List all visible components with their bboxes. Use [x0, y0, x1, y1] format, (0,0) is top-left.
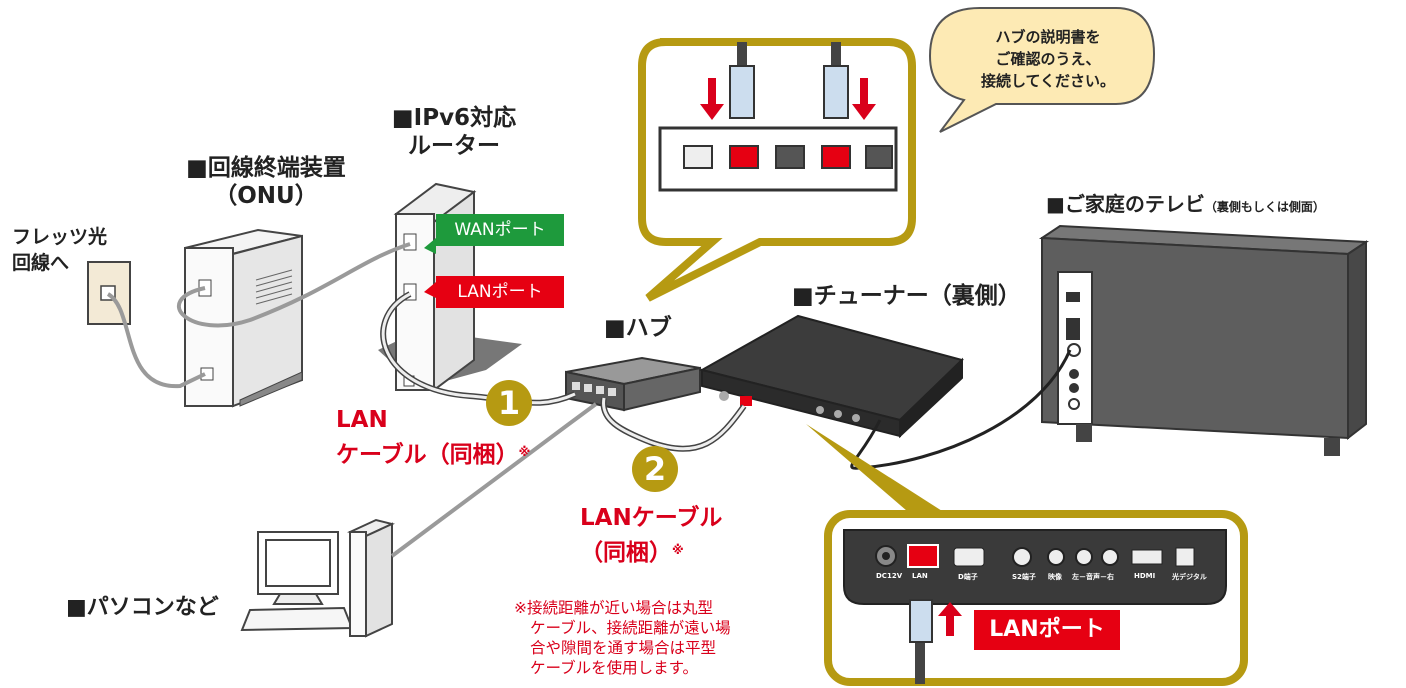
tuner-lan-port-callout: LANポート [974, 610, 1120, 650]
cable-2-note-mark: ※ [672, 543, 684, 557]
hub-callout [638, 38, 916, 302]
wan-port-tag: WANポート [436, 214, 564, 246]
router-label-1: ■IPv6対応 [391, 105, 517, 131]
cable-1-note-mark: ※ [518, 445, 531, 459]
speech-bubble-text: ハブの説明書を ご確認のうえ、 接続してください。 [948, 26, 1148, 92]
hub-port-closeup [683, 145, 893, 169]
fiber-line-label-2: 回線へ [12, 252, 70, 274]
port-label-optical: 光デジタル [1172, 573, 1207, 581]
port-label-d-terminal: D端子 [958, 573, 978, 581]
port-label-audio: 左－音声－右 [1072, 573, 1114, 581]
tuner-device [699, 314, 964, 439]
footnote-line-1: ※接続距離が近い場合は丸型 [514, 599, 713, 617]
hub-label: ■ハブ [604, 315, 672, 341]
speech-bubble-line-1: ハブの説明書を [995, 28, 1101, 46]
cable-2-label: LANケーブル （同梱）※ [580, 502, 722, 569]
port-label-video: 映像 [1048, 573, 1062, 581]
cable-1-label: LAN ケーブル（同梱）※ [336, 404, 530, 471]
cable-2-label-line-1: LANケーブル [580, 505, 723, 531]
tuner-label: ■チューナー（裏側） [792, 283, 1021, 309]
footnote-line-3: 合や隙間を通す場合は平型 [530, 639, 717, 657]
onu-label-1: ■回線終端装置 [186, 155, 346, 181]
lan-port-tag: LANポート [436, 276, 564, 308]
footnote-line-4: ケーブルを使用します。 [530, 659, 699, 677]
tv-label: ■ご家庭のテレビ（裏側もしくは側面） [1046, 190, 1325, 221]
cable-1-number-badge: 1 [486, 380, 532, 426]
tv-device [1038, 224, 1370, 456]
router-label: ■IPv6対応 ルーター [384, 104, 524, 160]
tv-label-sub: （裏側もしくは側面） [1204, 200, 1325, 214]
cables [106, 242, 1072, 558]
tv-label-main: ■ご家庭のテレビ [1046, 192, 1205, 216]
cable-1-label-line-1: LAN [336, 407, 388, 433]
router-label-2: ルーター [408, 133, 500, 159]
speech-bubble-line-3: 接続してください。 [980, 72, 1116, 90]
footnote-line-2: ケーブル、接続距離が遠い場 [530, 619, 731, 637]
pc-label: ■パソコンなど [66, 595, 219, 620]
fiber-line-label-1: フレッツ光 [12, 226, 108, 248]
tuner-panel-port-labels: DC12V LAN D端子 S2端子 映像 左－音声－右 HDMI 光デジタル [860, 570, 1220, 590]
port-label-s2: S2端子 [1012, 573, 1036, 581]
pc-device [240, 518, 395, 638]
hub-device [565, 356, 701, 412]
speech-bubble [928, 7, 1156, 133]
tuner-panel-callout [806, 424, 1248, 686]
cable-1-label-line-2: ケーブル（同梱） [336, 442, 519, 468]
onu-label-2: （ONU） [214, 183, 318, 209]
fiber-line-label: フレッツ光 回線へ [12, 224, 107, 276]
onu-label: ■回線終端装置 （ONU） [166, 154, 366, 210]
port-label-lan: LAN [912, 572, 928, 580]
port-label-hdmi: HDMI [1134, 572, 1156, 580]
port-label-dc12v: DC12V [876, 572, 903, 580]
cable-2-number-badge: 2 [632, 446, 678, 492]
footnote: ※接続距離が近い場合は丸型 ケーブル、接続距離が遠い場 合や隙間を通す場合は平型… [514, 598, 731, 678]
cable-2-label-line-2: （同梱） [580, 540, 672, 566]
onu-device [184, 228, 303, 408]
speech-bubble-line-2: ご確認のうえ、 [995, 50, 1101, 68]
